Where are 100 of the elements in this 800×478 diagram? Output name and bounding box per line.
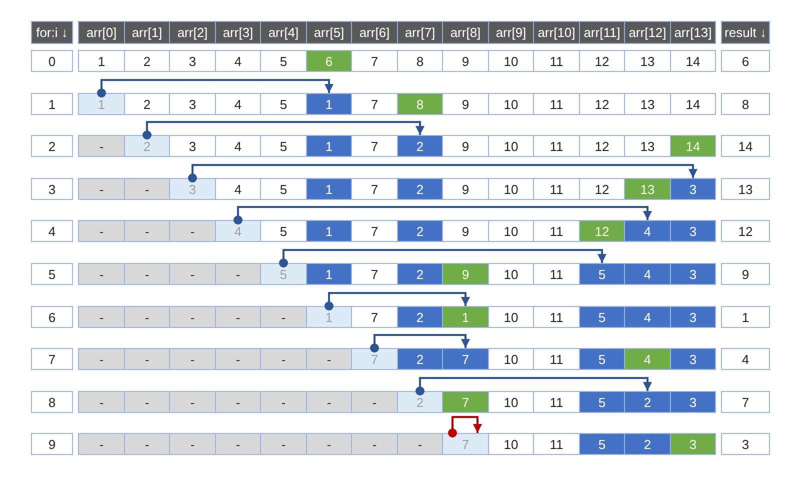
moved-cell: 1 xyxy=(306,263,352,285)
result-cell: 1 xyxy=(721,306,770,328)
cleared-cell: - xyxy=(351,391,398,413)
source-cell: 1 xyxy=(306,306,352,328)
array-cell: 7 xyxy=(351,93,398,115)
column-header: arr[0] xyxy=(78,21,125,44)
array-cell: 11 xyxy=(533,263,580,285)
result-cell: 6 xyxy=(721,50,770,72)
moved-cell: 5 xyxy=(579,391,625,413)
array-cell: 10 xyxy=(488,50,534,72)
array-cell: 9 xyxy=(442,93,489,115)
cleared-cell: - xyxy=(169,391,216,413)
moved-cell: 7 xyxy=(442,348,489,370)
source-cell: 2 xyxy=(124,135,170,157)
loop-index-cell: 1 xyxy=(31,93,73,115)
selected-cell: 14 xyxy=(670,135,716,157)
cleared-cell: - xyxy=(169,433,216,455)
cleared-cell: - xyxy=(78,433,125,455)
selected-cell: 6 xyxy=(306,50,352,72)
cleared-cell: - xyxy=(124,433,170,455)
column-header: arr[4] xyxy=(260,21,307,44)
array-cell: 5 xyxy=(260,50,307,72)
moved-cell: 5 xyxy=(579,433,625,455)
connector-arrow xyxy=(416,377,652,396)
array-cell: 7 xyxy=(351,306,398,328)
cleared-cell: - xyxy=(124,348,170,370)
array-cell: 14 xyxy=(670,93,716,115)
connector-arrow xyxy=(188,164,698,182)
moved-cell: 5 xyxy=(579,306,625,328)
cleared-cell: - xyxy=(78,348,125,370)
array-cell: 10 xyxy=(488,306,534,328)
moved-cell: 2 xyxy=(397,263,443,285)
array-cell: 5 xyxy=(260,220,307,242)
cleared-cell: - xyxy=(78,306,125,328)
moved-cell: 2 xyxy=(624,391,671,413)
array-cell: 10 xyxy=(488,135,534,157)
selected-cell: 12 xyxy=(579,220,625,242)
selected-cell: 4 xyxy=(624,348,671,370)
array-cell: 7 xyxy=(351,263,398,285)
moved-cell: 3 xyxy=(670,220,716,242)
moved-cell: 2 xyxy=(624,433,671,455)
cleared-cell: - xyxy=(124,220,170,242)
cleared-cell: - xyxy=(78,263,125,285)
moved-cell: 3 xyxy=(670,391,716,413)
array-cell: 5 xyxy=(260,135,307,157)
selected-cell: 1 xyxy=(442,306,489,328)
moved-cell: 4 xyxy=(624,220,671,242)
cleared-cell: - xyxy=(397,433,443,455)
cleared-cell: - xyxy=(78,220,125,242)
cleared-cell: - xyxy=(260,306,307,328)
array-cell: 11 xyxy=(533,306,580,328)
column-header: arr[13] xyxy=(670,21,716,44)
moved-cell: 2 xyxy=(397,135,443,157)
array-cell: 7 xyxy=(351,135,398,157)
array-cell: 11 xyxy=(533,391,580,413)
cleared-cell: - xyxy=(306,433,352,455)
moved-cell: 5 xyxy=(579,348,625,370)
cleared-cell: - xyxy=(169,220,216,242)
array-cell: 11 xyxy=(533,50,580,72)
array-cell: 10 xyxy=(488,263,534,285)
cleared-cell: - xyxy=(215,391,261,413)
column-header: arr[3] xyxy=(215,21,261,44)
column-header: arr[2] xyxy=(169,21,216,44)
array-cell: 9 xyxy=(442,135,489,157)
selected-cell: 7 xyxy=(442,391,489,413)
loop-index-cell: 9 xyxy=(31,433,73,455)
array-cell: 3 xyxy=(169,50,216,72)
cleared-cell: - xyxy=(78,178,125,200)
result-cell: 3 xyxy=(721,433,770,455)
moved-cell: 3 xyxy=(670,263,716,285)
array-cell: 7 xyxy=(351,220,398,242)
cleared-cell: - xyxy=(215,348,261,370)
array-cell: 2 xyxy=(124,50,170,72)
column-header: for:i ↓ xyxy=(31,21,73,44)
cleared-cell: - xyxy=(306,348,352,370)
array-cell: 10 xyxy=(488,391,534,413)
cleared-cell: - xyxy=(260,391,307,413)
loop-index-cell: 0 xyxy=(31,50,73,72)
array-cell: 2 xyxy=(124,93,170,115)
source-cell: 5 xyxy=(260,263,307,285)
array-cell: 7 xyxy=(351,178,398,200)
source-cell: 7 xyxy=(351,348,398,370)
moved-cell: 1 xyxy=(306,220,352,242)
loop-index-cell: 7 xyxy=(31,348,73,370)
loop-index-cell: 8 xyxy=(31,391,73,413)
array-cell: 8 xyxy=(397,50,443,72)
array-cell: 11 xyxy=(533,433,580,455)
array-cell: 11 xyxy=(533,348,580,370)
column-header: arr[10] xyxy=(533,21,580,44)
cleared-cell: - xyxy=(169,263,216,285)
array-cell: 13 xyxy=(624,50,671,72)
cleared-cell: - xyxy=(124,391,170,413)
array-cell: 9 xyxy=(442,220,489,242)
selected-cell: 8 xyxy=(397,93,443,115)
cleared-cell: - xyxy=(78,135,125,157)
column-header: arr[6] xyxy=(351,21,398,44)
column-header: arr[11] xyxy=(579,21,625,44)
cleared-cell: - xyxy=(215,263,261,285)
array-cell: 4 xyxy=(215,50,261,72)
array-cell: 10 xyxy=(488,178,534,200)
